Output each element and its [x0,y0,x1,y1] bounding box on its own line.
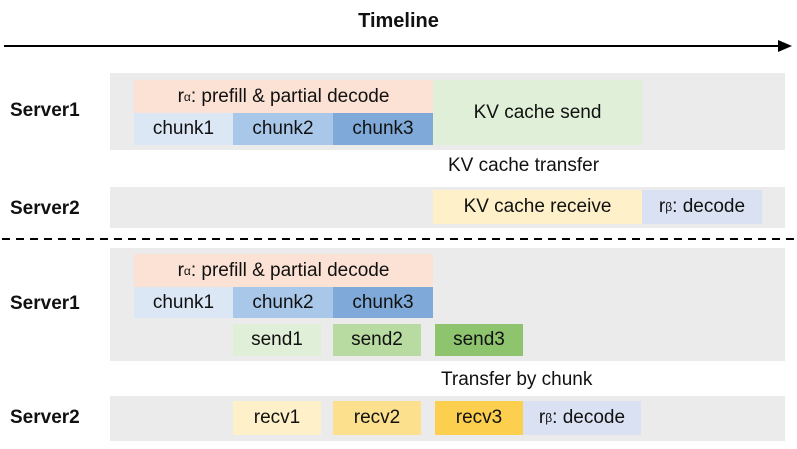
decode-text: : decode [672,196,746,217]
kv-cache-send-block: KV cache send [433,80,642,145]
prefill-r: r [177,259,184,281]
chunk2-top: chunk2 [233,113,333,145]
chunk1-top: chunk1 [134,113,233,145]
timeline-title: Timeline [358,10,439,32]
timeline-arrow [4,40,792,52]
server1-label-bottom: Server1 [10,293,80,314]
prefill-r: r [177,86,184,107]
recv3-block: recv3 [435,401,523,435]
chunk1-bottom: chunk1 [134,287,233,318]
prefill-text: : prefill & partial decode [190,86,390,107]
server2-label-top: Server2 [10,198,80,219]
decode-text: : decode [552,407,626,428]
server2-label-bottom: Server2 [10,407,80,428]
kv-cache-receive-block: KV cache receive [433,190,642,224]
recv1-block: recv1 [233,401,321,435]
decode-r: r [658,196,666,217]
recv2-block: recv2 [333,401,421,435]
send2-block: send2 [333,324,421,356]
decode-r: r [538,407,546,428]
chunk3-top: chunk3 [333,113,433,145]
dashed-separator [2,238,795,240]
transfer-by-chunk-caption: Transfer by chunk [441,369,593,390]
kv-cache-transfer-caption: KV cache transfer [448,155,600,176]
chunk3-bottom: chunk3 [333,287,433,318]
chunk2-bottom: chunk2 [233,287,333,318]
send1-block: send1 [233,324,321,356]
send3-block: send3 [435,324,523,356]
server1-label-top: Server1 [10,100,80,121]
prefill-text: : prefill & partial decode [190,259,390,281]
